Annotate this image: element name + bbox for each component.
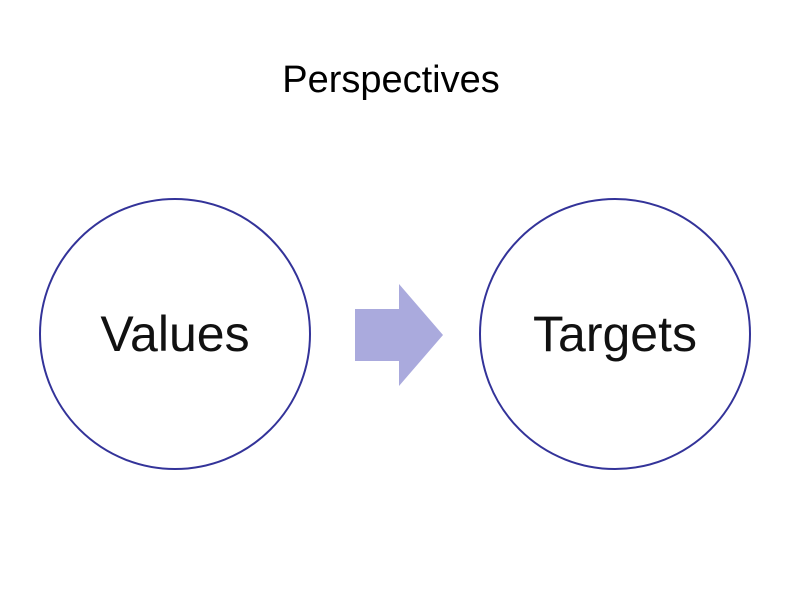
values-circle: Values <box>39 198 311 470</box>
targets-circle: Targets <box>479 198 751 470</box>
targets-label: Targets <box>533 306 697 362</box>
values-label: Values <box>100 306 250 362</box>
right-arrow-icon <box>355 284 443 386</box>
slide-title: Perspectives <box>282 59 500 101</box>
